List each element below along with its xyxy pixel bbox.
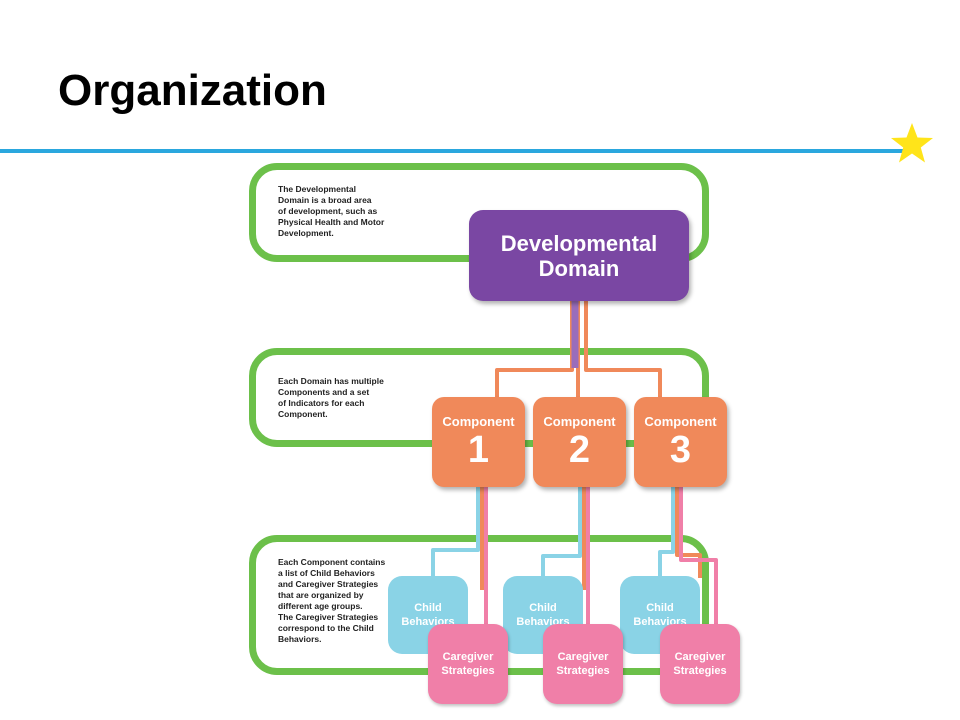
caregiver-strategies-box-3: Caregiver Strategies [660,624,740,704]
component-2-box: Component 2 [533,397,626,487]
component-description: Each Domain has multiple Components and … [278,376,384,419]
slide-title: Organization [58,66,327,115]
component-3-label: Component [644,413,717,429]
developmental-domain-box: Developmental Domain [469,210,689,301]
component-3-box: Component 3 [634,397,727,487]
title-underline [0,149,905,153]
component-1-number: 1 [467,428,490,471]
caregiver-strategies-box-2: Caregiver Strategies [543,624,623,704]
caregiver-strategies-box-1: Caregiver Strategies [428,624,508,704]
component-2-label: Component [543,413,616,429]
behaviors-description: Each Component contains a list of Child … [278,557,386,644]
component-3-number: 3 [669,428,692,471]
star-icon [891,123,933,163]
component-2-number: 2 [568,428,591,471]
component-1-label: Component [442,413,515,429]
domain-description: The Developmental Domain is a broad area… [278,184,385,238]
component-1-box: Component 1 [432,397,525,487]
